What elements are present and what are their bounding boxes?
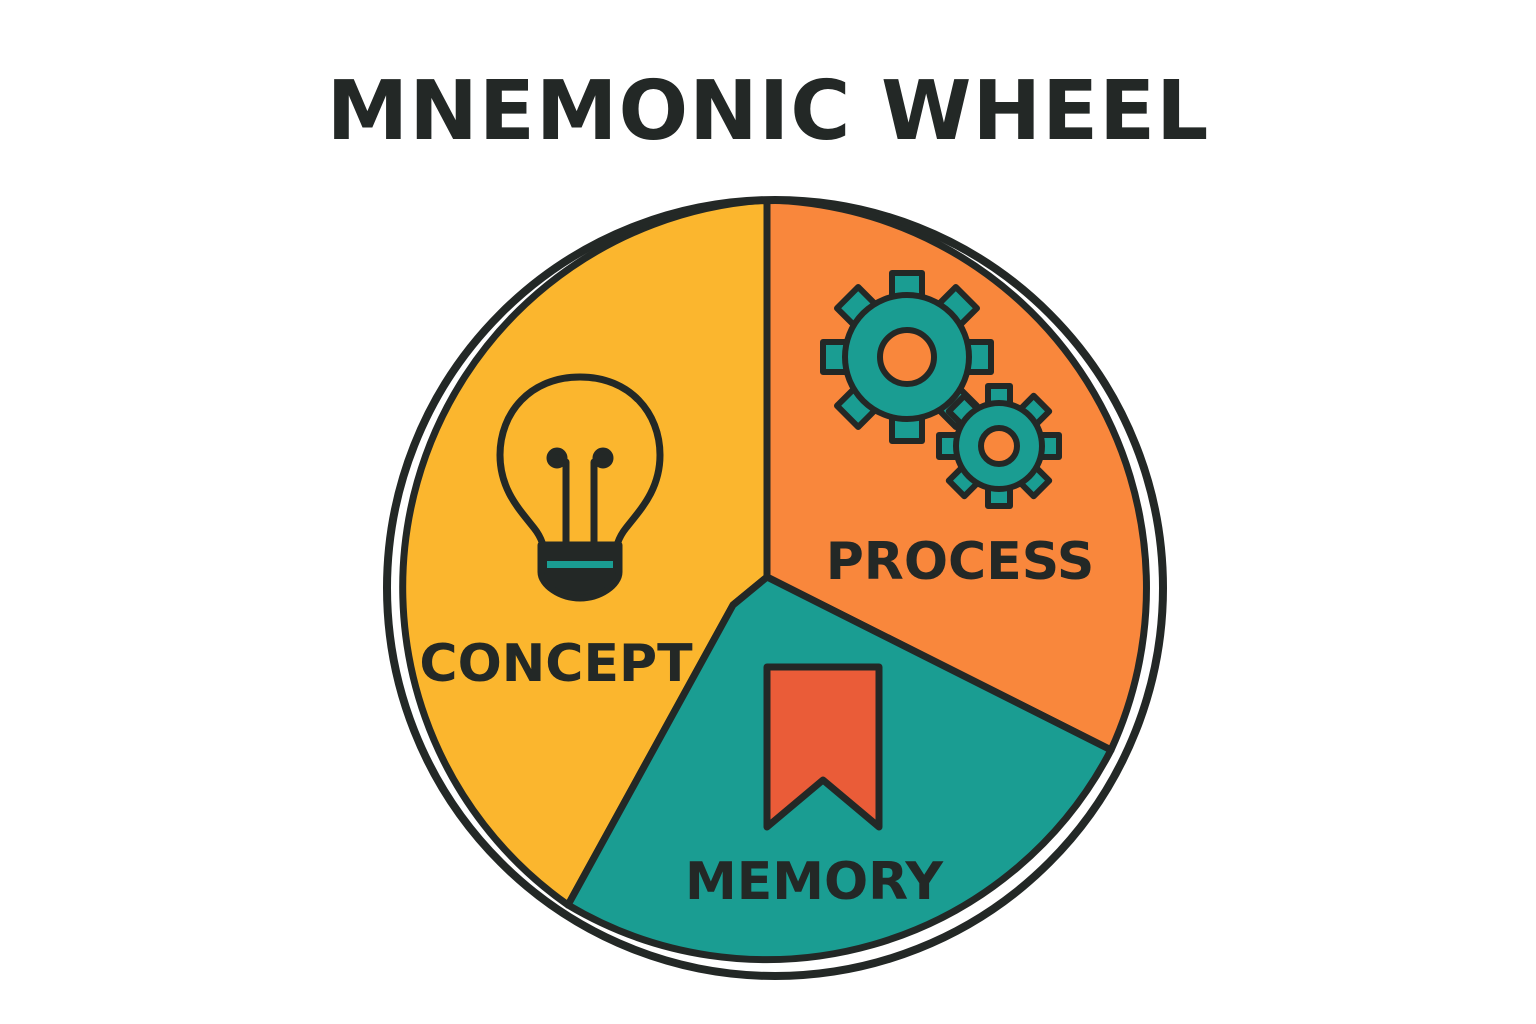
segment-label-concept: CONCEPT [419,634,693,694]
bookmark-icon [763,663,883,831]
small-gear-icon [936,383,1062,509]
segment-label-memory: MEMORY [685,852,944,912]
lightbulb-icon [496,373,664,602]
large-gear-icon [820,270,994,444]
gears-icon [820,270,1062,509]
segment-label-process: PROCESS [826,532,1095,592]
wheel-outline [383,196,1167,980]
page-title: MNEMONIC WHEEL [326,64,1210,159]
